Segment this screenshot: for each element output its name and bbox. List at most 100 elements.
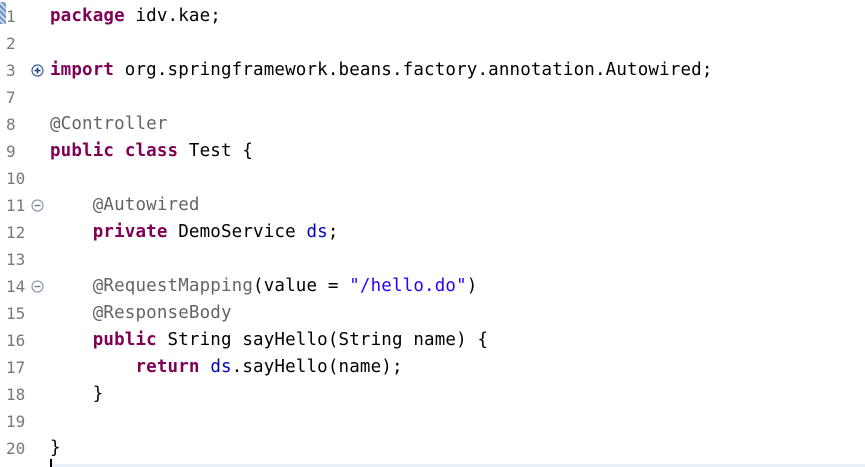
code-line[interactable]: 20} xyxy=(0,435,865,462)
fold-spacer xyxy=(30,388,44,402)
code-token-plain xyxy=(114,141,125,161)
code-line[interactable]: 17 return ds.sayHello(name); xyxy=(0,354,865,381)
code-token-ann: @ResponseBody xyxy=(92,303,232,323)
code-token-plain: idv.kae; xyxy=(124,6,221,26)
code-token-plain xyxy=(50,195,93,215)
line-number: 3 xyxy=(6,61,16,80)
code-line[interactable]: 2 xyxy=(0,30,865,57)
fold-collapse-icon[interactable] xyxy=(30,199,44,213)
fold-spacer xyxy=(30,361,44,375)
code-token-field: ds xyxy=(306,222,328,242)
code-token-plain: .sayHello(name); xyxy=(231,357,403,377)
code-line[interactable]: 9 public class Test { xyxy=(0,138,865,165)
code-text[interactable]: } xyxy=(50,435,61,462)
code-text[interactable]: import org.springframework.beans.factory… xyxy=(50,57,713,84)
code-line[interactable]: 10 xyxy=(0,165,865,192)
code-text[interactable]: @RequestMapping(value = "/hello.do") xyxy=(50,273,478,300)
line-number: 18 xyxy=(6,385,26,404)
code-text[interactable]: @Controller xyxy=(50,111,168,138)
line-number: 19 xyxy=(6,412,26,431)
line-number: 13 xyxy=(6,250,26,269)
code-token-plain xyxy=(50,330,93,350)
code-token-ann: @RequestMapping xyxy=(92,276,254,296)
code-token-plain: } xyxy=(50,438,61,458)
code-token-plain xyxy=(200,357,211,377)
code-token-str: "/hello.do" xyxy=(349,276,467,296)
code-text[interactable]: private DemoService ds; xyxy=(50,219,339,246)
code-token-kw: private xyxy=(92,222,168,242)
code-token-plain xyxy=(50,276,93,296)
code-token-plain: DemoService xyxy=(167,222,307,242)
line-number: 17 xyxy=(6,358,26,377)
line-number: 7 xyxy=(6,88,16,107)
code-line[interactable]: 1 package idv.kae; xyxy=(0,3,865,30)
fold-collapse-icon[interactable] xyxy=(30,280,44,294)
code-line[interactable]: 13 xyxy=(0,246,865,273)
code-token-ann: @Controller xyxy=(50,114,168,134)
fold-expand-icon[interactable] xyxy=(30,64,44,78)
code-token-kw: public xyxy=(92,330,157,350)
fold-spacer xyxy=(30,334,44,348)
fold-spacer xyxy=(30,253,44,267)
code-text[interactable]: public String sayHello(String name) { xyxy=(50,327,488,354)
ruler-marker xyxy=(0,2,6,24)
line-number: 1 xyxy=(6,7,16,26)
code-token-plain: ; xyxy=(327,222,339,242)
code-token-plain: ) xyxy=(466,276,478,296)
line-number: 20 xyxy=(6,439,26,458)
line-number: 10 xyxy=(6,169,26,188)
code-token-plain: } xyxy=(50,384,104,404)
code-token-plain: String sayHello(String name) { xyxy=(156,330,489,350)
code-token-kw: return xyxy=(135,357,200,377)
code-text[interactable]: package idv.kae; xyxy=(50,3,221,30)
line-number: 14 xyxy=(6,277,26,296)
fold-spacer xyxy=(30,118,44,132)
code-line[interactable]: 8 @Controller xyxy=(0,111,865,138)
code-token-ann: @Autowired xyxy=(92,195,200,215)
code-text[interactable]: @ResponseBody xyxy=(50,300,232,327)
fold-spacer xyxy=(30,37,44,51)
text-cursor xyxy=(50,459,52,467)
fold-spacer xyxy=(30,442,44,456)
code-line[interactable]: 15 @ResponseBody xyxy=(0,300,865,327)
code-line[interactable]: 7 xyxy=(0,84,865,111)
code-token-plain: (value = xyxy=(253,276,350,296)
code-line[interactable]: 12 private DemoService ds; xyxy=(0,219,865,246)
code-token-kw: class xyxy=(124,141,179,161)
code-text[interactable]: return ds.sayHello(name); xyxy=(50,354,403,381)
code-token-kw: public xyxy=(50,141,115,161)
code-line[interactable]: 18 } xyxy=(0,381,865,408)
code-line[interactable]: 3 import org.springframework.beans.factor… xyxy=(0,57,865,84)
fold-spacer xyxy=(30,226,44,240)
fold-spacer xyxy=(30,10,44,24)
fold-spacer xyxy=(30,172,44,186)
line-number: 15 xyxy=(6,304,26,323)
code-line[interactable]: 14 @RequestMapping(value = "/hello.do") xyxy=(0,273,865,300)
line-number: 16 xyxy=(6,331,26,350)
fold-spacer xyxy=(30,415,44,429)
code-text[interactable]: } xyxy=(50,381,104,408)
code-line[interactable]: 19 xyxy=(0,408,865,435)
code-token-plain xyxy=(50,303,93,323)
line-number: 8 xyxy=(6,115,16,134)
fold-spacer xyxy=(30,145,44,159)
code-text[interactable]: @Autowired xyxy=(50,192,200,219)
code-line[interactable]: 16 public String sayHello(String name) { xyxy=(0,327,865,354)
code-token-kw: package xyxy=(50,6,125,26)
code-token-plain xyxy=(50,222,93,242)
line-number: 12 xyxy=(6,223,26,242)
code-text[interactable]: public class Test { xyxy=(50,138,253,165)
code-token-plain: Test { xyxy=(178,141,254,161)
line-number: 2 xyxy=(6,34,16,53)
code-token-kw: import xyxy=(50,60,115,80)
fold-spacer xyxy=(30,307,44,321)
code-token-plain: org.springframework.beans.factory.annota… xyxy=(114,60,713,80)
code-token-field: ds xyxy=(210,357,232,377)
code-token-plain xyxy=(50,357,136,377)
line-number: 9 xyxy=(6,142,16,161)
fold-spacer xyxy=(30,91,44,105)
current-line-highlight xyxy=(50,464,865,467)
line-number: 11 xyxy=(6,196,26,215)
code-line[interactable]: 11 @Autowired xyxy=(0,192,865,219)
